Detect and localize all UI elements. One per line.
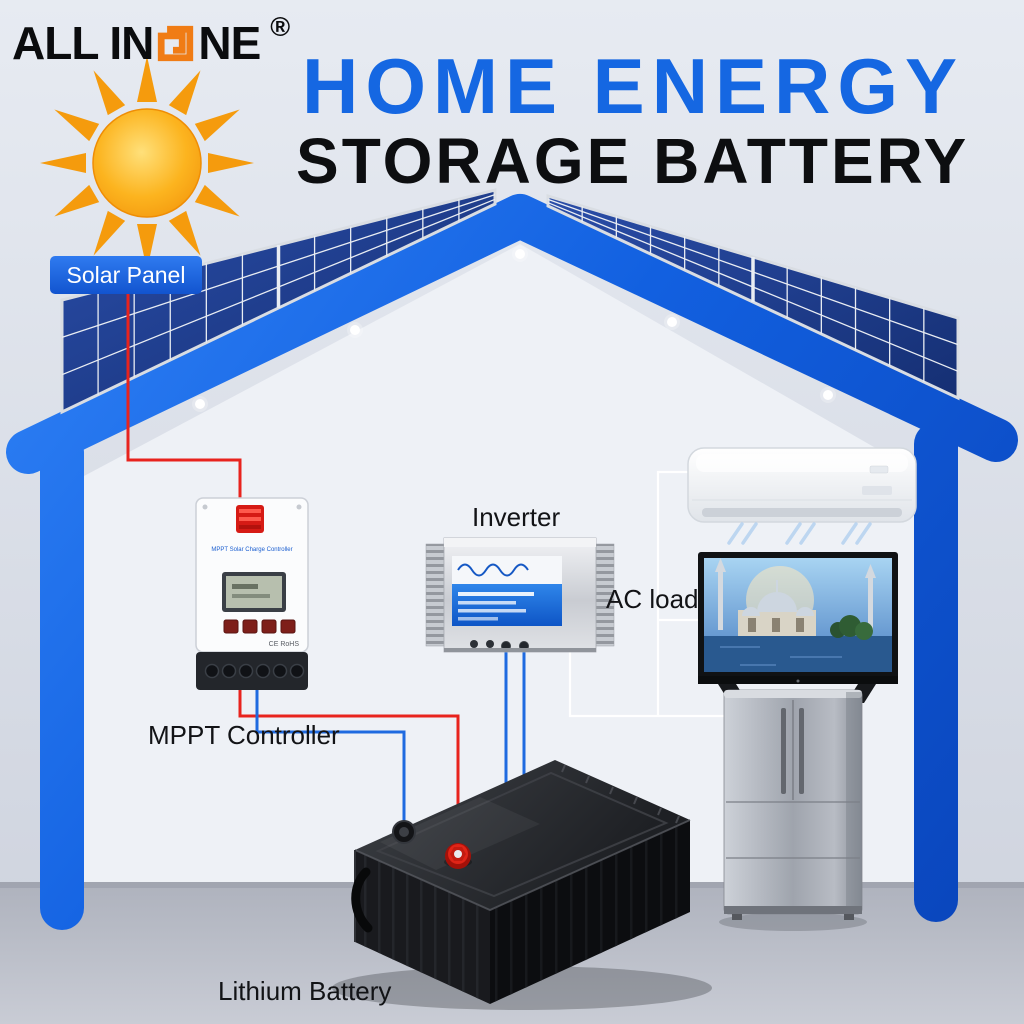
solar-array-left [60, 188, 497, 415]
main-title-line1: HOME ENERGY [302, 42, 965, 130]
mppt-controller-label: MPPT Controller [148, 720, 340, 750]
solar-array-right [546, 193, 960, 401]
wire-mppt-to-battery-red [238, 690, 460, 852]
inverter-label: Inverter [472, 502, 561, 532]
brand-logo: ALL IN NE ® [12, 12, 290, 70]
wiring [126, 294, 724, 852]
logo-text-right: NE [198, 17, 261, 69]
battery-vent-ribs [561, 764, 680, 824]
mppt-controller-device: MPPT Solar Charge Controller CE RoHS [195, 497, 309, 690]
roof [6, 194, 1018, 474]
airflow-lines [727, 522, 872, 545]
lithium-battery-label: Lithium Battery [218, 976, 392, 1006]
battery-terminal-positive [444, 843, 472, 869]
refrigerator-device [719, 689, 867, 931]
battery-device [332, 760, 712, 1010]
wire-inverter-to-ac-load [568, 652, 724, 718]
wire-pv-to-mppt-red [126, 294, 242, 500]
inverter-device [425, 537, 615, 653]
downlight-icons [192, 246, 836, 412]
logo-text-left: ALL IN [12, 17, 154, 69]
wire-ac-load-trunk [656, 470, 692, 716]
mppt-device-title: MPPT Solar Charge Controller [211, 547, 292, 553]
ac-load-label: AC load [606, 584, 699, 614]
main-title-line2: STORAGE BATTERY [296, 125, 970, 197]
mppt-cert-marks: CE RoHS [269, 641, 300, 648]
wire-mppt-to-battery-blue [255, 690, 406, 836]
battery-terminal-negative [392, 820, 416, 844]
pixel-o-icon [158, 25, 194, 61]
air-conditioner-device [687, 447, 917, 545]
tv-device [698, 552, 898, 703]
registered-mark: ® [270, 12, 291, 42]
solar-panel-label: Solar Panel [50, 256, 202, 294]
sun-icon [40, 56, 254, 270]
battery-handle [351, 867, 373, 933]
